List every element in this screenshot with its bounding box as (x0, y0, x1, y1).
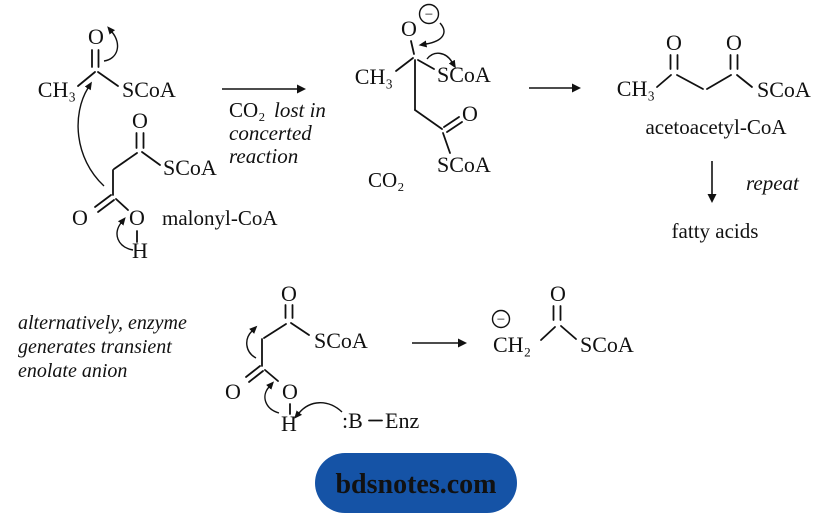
double-bond-line (97, 199, 115, 213)
atom-label-o: O (462, 101, 478, 126)
bond-line (414, 109, 443, 130)
bond-line (656, 74, 672, 88)
thioester-label-scoa: SCoA (314, 328, 368, 353)
enolate-anion-structure: − CH₂ O SCoA (491, 281, 634, 357)
bond-line (706, 74, 732, 90)
bond-line (410, 40, 415, 55)
minus-charge-icon (491, 309, 511, 329)
thioester-label-scoa: SCoA (437, 152, 491, 177)
double-bond-line (94, 194, 112, 208)
acetoacetyl-coa-structure: O O CH₃ SCoA acetoacetyl-CoA (617, 30, 811, 139)
atom-label-o: O (132, 108, 148, 133)
atom-label-o: O (550, 281, 566, 306)
atom-label-o: O (281, 281, 297, 306)
group-label-ch3: CH₃ (355, 64, 393, 89)
double-bond-line (443, 116, 460, 128)
bond-line (560, 325, 577, 340)
double-bond-line (248, 370, 264, 383)
site-badge[interactable]: bdsnotes.com (315, 453, 517, 513)
bond-line (77, 71, 96, 87)
caption-line1: lost in (274, 98, 326, 122)
bond-line (540, 326, 556, 341)
caption-co2: CO₂ (229, 98, 266, 122)
electron-push-arrow-alkoxide (418, 22, 445, 48)
bond-line (113, 152, 138, 170)
bond-line (290, 322, 310, 336)
thioester-label-scoa: SCoA (580, 332, 634, 357)
group-label-ch3: CH₃ (617, 76, 655, 101)
tetrahedral-intermediate-structure: − O CH₃ SCoA O SCoA CO₂ (355, 3, 491, 192)
malonyl-coa-structure: O SCoA O O H malonyl-CoA (72, 108, 278, 263)
double-bond-line (245, 365, 261, 378)
thioester-label-scoa: SCoA (122, 77, 176, 102)
atom-label-o: O (129, 205, 145, 230)
acetyl-coa-structure: O CH₃ SCoA (38, 24, 176, 102)
atom-label-h: H (132, 238, 148, 263)
bond-line (264, 369, 279, 382)
product-label-fatty-acids: fatty acids (672, 219, 759, 243)
group-label-ch2: CH₂ (493, 332, 531, 357)
atom-label-o: O (401, 16, 417, 41)
thioester-label-scoa: SCoA (437, 62, 491, 87)
caption-line3: reaction (229, 144, 298, 168)
enzyme-label: Enz (385, 408, 419, 433)
badge-label[interactable]: bdsnotes.com (335, 469, 496, 500)
atom-label-o: O (225, 379, 241, 404)
alternative-note: alternatively, enzyme generates transien… (18, 312, 187, 382)
thioester-label-scoa: SCoA (163, 155, 217, 180)
bond-line (97, 71, 119, 87)
double-bond-line (446, 121, 463, 133)
atom-label-h: H (281, 411, 297, 436)
reaction-step-1: CO₂ lost in concerted reaction (222, 84, 326, 168)
electron-push-arrow-base-to-h (294, 402, 343, 419)
note-line3: enolate anion (18, 360, 127, 382)
electron-push-arrow-co-to-o (103, 26, 119, 62)
base-label-b: :B (342, 408, 363, 433)
minus-charge-sign: − (497, 312, 505, 328)
badge-pill[interactable] (315, 453, 517, 513)
leaving-group-label-co2: CO₂ (368, 168, 405, 192)
thioester-label-scoa: SCoA (757, 77, 811, 102)
caption-line2: concerted (229, 121, 312, 145)
bond-line (141, 151, 161, 166)
note-line1: alternatively, enzyme (18, 312, 187, 334)
bond-line (263, 323, 287, 339)
bond-line (442, 132, 451, 154)
molecule-label-acetoacetyl-coa: acetoacetyl-CoA (645, 115, 787, 139)
electron-push-arrow-oh (116, 217, 134, 251)
bond-line (676, 74, 704, 90)
atom-label-o: O (72, 205, 88, 230)
bond-line (736, 74, 753, 88)
electron-push-arrow-cs-bond (426, 52, 456, 69)
minus-charge-icon (418, 3, 440, 25)
atom-label-o: O (666, 30, 682, 55)
atom-label-o: O (726, 30, 742, 55)
malonyl-coa-enolate-formation: O SCoA O O H :B Enz (225, 281, 419, 436)
atom-label-o: O (282, 379, 298, 404)
electron-push-arrow-alpha-to-carbonyl (77, 81, 105, 187)
atom-label-o: O (88, 24, 104, 49)
minus-charge-sign: − (425, 7, 433, 23)
electron-push-arrow-alpha (246, 325, 258, 359)
bond-line (417, 59, 435, 70)
repeat-label: repeat (746, 171, 800, 195)
note-line2: generates transient (18, 336, 172, 358)
group-label-ch3: CH₃ (38, 77, 76, 102)
repeat-step: repeat fatty acids (672, 161, 800, 243)
electron-push-arrow-oh (264, 381, 280, 414)
molecule-label-malonyl-coa: malonyl-CoA (162, 206, 278, 230)
bond-line (115, 198, 129, 211)
bond-line (395, 57, 414, 72)
